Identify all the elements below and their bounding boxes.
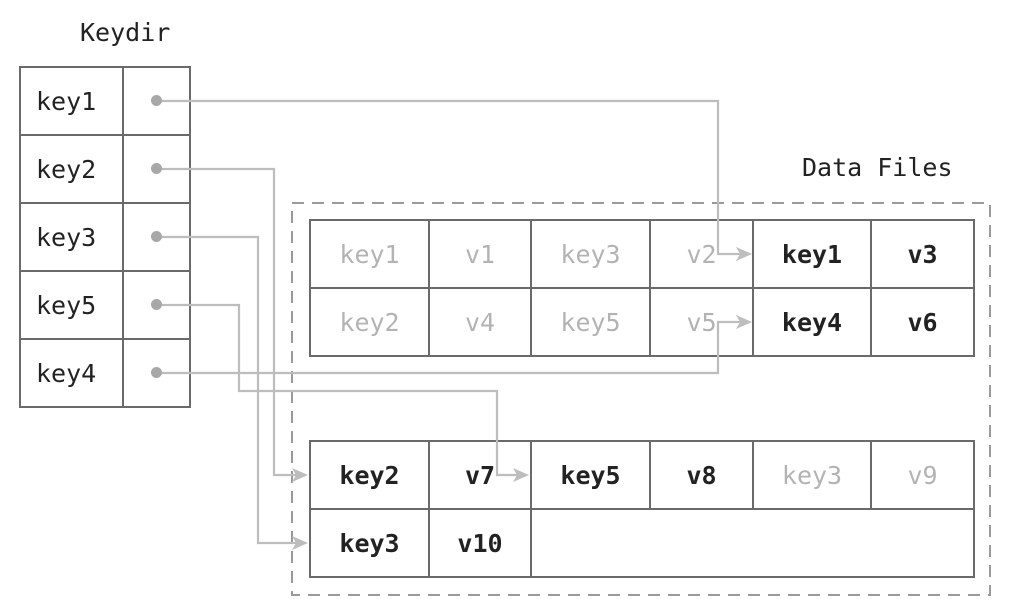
pointer-dot xyxy=(151,163,162,174)
pointer-dot xyxy=(151,299,162,310)
data-cell: v10 xyxy=(457,528,503,558)
data-cell: v6 xyxy=(907,307,938,337)
data-cell: key5 xyxy=(560,460,621,490)
arrowhead-key5 xyxy=(513,468,529,482)
data-cell: v3 xyxy=(907,239,938,269)
data-cell: key3 xyxy=(339,528,400,558)
data-cell: key2 xyxy=(339,307,400,337)
keydir-title: Keydir xyxy=(80,18,171,47)
data-cell: v1 xyxy=(464,239,496,269)
keydir-key: key3 xyxy=(36,222,97,252)
arrowhead-key3 xyxy=(292,536,308,550)
pointer-dot xyxy=(151,367,162,378)
arrowhead-key1 xyxy=(736,247,752,261)
keydir-key: key4 xyxy=(36,358,97,388)
data-file-2-table xyxy=(309,440,975,578)
data-files-container xyxy=(291,202,991,596)
data-cell: key1 xyxy=(781,239,843,269)
data-cell: key3 xyxy=(781,460,843,490)
data-cell: key4 xyxy=(781,307,843,337)
data-cell: v8 xyxy=(686,460,717,490)
arrowhead-key2 xyxy=(292,468,308,482)
data-cell: v5 xyxy=(686,307,717,337)
data-cell: v9 xyxy=(907,460,938,490)
empty-cell xyxy=(531,509,974,577)
pointer-key2 xyxy=(157,167,304,477)
keydir-key: key1 xyxy=(36,86,97,116)
keydir-key: key5 xyxy=(36,290,97,320)
data-cell: key1 xyxy=(339,239,400,269)
data-cell: key5 xyxy=(560,307,621,337)
data-cell: v4 xyxy=(464,307,496,337)
pointer-key5 xyxy=(157,303,525,477)
data-file-1-table xyxy=(309,219,975,357)
pointer-dot xyxy=(151,231,162,242)
data-cell: key2 xyxy=(339,460,400,490)
keydir-table xyxy=(19,66,191,408)
pointer-dot xyxy=(151,95,162,106)
data-cell: key3 xyxy=(560,239,621,269)
data-files-title: Data Files xyxy=(802,153,953,182)
data-cell: v7 xyxy=(464,460,496,490)
pointer-key4 xyxy=(157,320,748,375)
data-cell: v2 xyxy=(686,239,717,269)
arrowhead-key4 xyxy=(736,315,752,329)
keydir-key: key2 xyxy=(36,154,97,184)
pointer-key1 xyxy=(157,99,748,256)
